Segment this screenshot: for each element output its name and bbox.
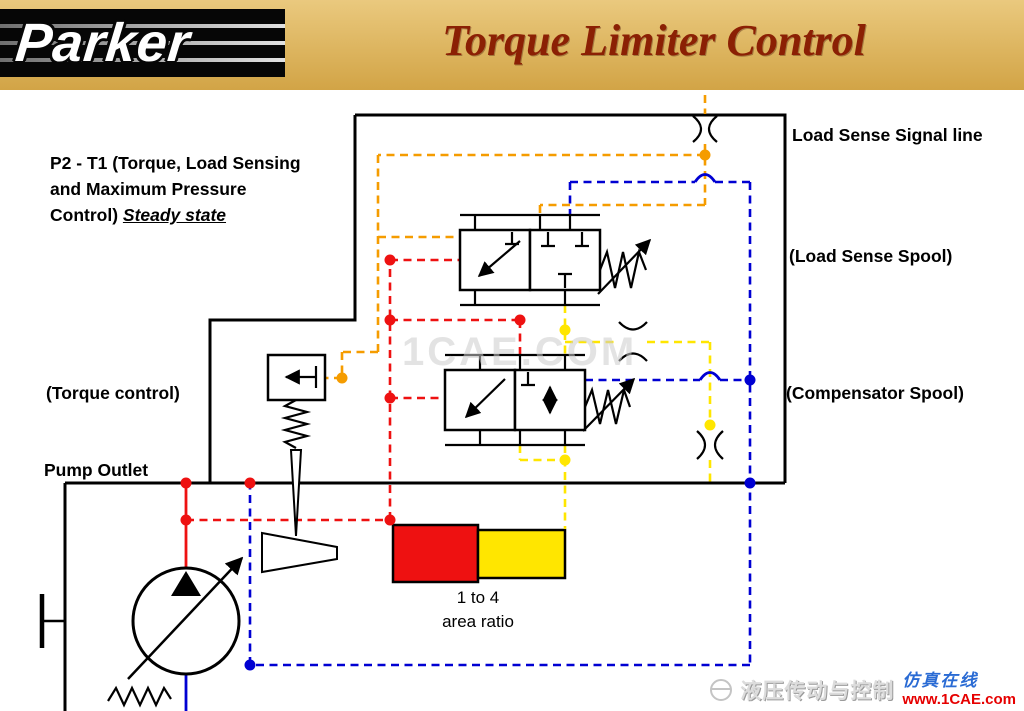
header: Parker Torque Limiter Control [0,0,1024,90]
spring [598,248,648,289]
area-ratio-line: 1 to 4 [456,588,500,607]
adjustable-arrow [582,377,636,432]
junction-blue [744,477,756,489]
label-area-ratio: 1 to 4 area ratio [398,586,558,634]
description-prefix: Control) [50,205,123,225]
adjustable-arrow [597,238,652,295]
logo-stripe [0,24,285,28]
junction-red [244,477,256,489]
label-torque-control: (Torque control) [46,383,180,403]
flow-arrow [464,378,506,419]
label-load-sense-signal: Load Sense Signal line [792,125,983,145]
bias-spring [280,399,312,449]
area-ratio-pistons [391,523,567,584]
drain-lines [184,173,752,711]
parker-logo: Parker [0,9,285,77]
servo-cylinder [261,531,338,574]
logo-stripe [0,58,285,62]
footer-watermark: 液压传动与控制 仿真在线 www.1CAE.com [710,671,1016,709]
junction-red [180,514,192,526]
small-area-piston [476,528,567,580]
torque-control-piston [261,353,338,574]
junction-blue [744,374,756,386]
junction-red [384,314,396,326]
variable-displacement-pump [107,556,244,708]
junction-orange [699,149,711,161]
orifice-middle [618,321,648,362]
orifice-right [696,430,724,460]
junction-red [514,314,526,326]
stroking-needle [289,449,303,537]
steady-state-emphasis: Steady state [122,205,227,225]
blocked-ports [541,232,589,288]
blocked-port [521,372,535,387]
boundary-right [355,113,787,483]
boundary-left [208,115,357,483]
description-line: and Maximum Pressure [50,179,247,199]
blocked-port [505,232,519,246]
junction-yellow [559,454,571,466]
displacement-arrow [127,556,244,680]
flow-direction-triangle [171,571,201,596]
page-title: Torque Limiter Control [442,16,866,65]
label-compensator-spool: (Compensator Spool) [786,383,964,403]
pump-circle [131,566,241,676]
description-text: P2 - T1 (Torque, Load Sensing and Maximu… [50,150,301,228]
junction-dots [180,149,756,671]
line-crossing-hops [693,173,722,381]
description-line: Control) Steady state [50,202,301,228]
footer-watermark-brand-block: 仿真在线 www.1CAE.com [902,671,1016,709]
footer-watermark-cn: 液压传动与控制 [740,680,895,703]
valve-position-left [458,228,532,292]
pump-spring [107,685,172,708]
valve-port-ticks [473,215,572,305]
junction-orange [336,372,348,384]
logo-stripe [0,41,285,45]
junction-red [384,254,396,266]
area-ratio-line: area ratio [442,612,514,631]
compensator-spool-valve [443,353,636,447]
metering-lines [518,305,712,529]
orifice-symbols [618,115,724,460]
junction-blue [244,659,256,671]
junction-red [384,514,396,526]
load-sense-spool-valve [458,213,652,307]
description-line: P2 - T1 (Torque, Load Sensing [50,153,301,173]
flow-arrow [477,240,521,277]
globe-icon [710,679,733,701]
valve-rails [445,353,585,447]
junction-red [384,392,396,404]
label-load-sense-spool: (Load Sense Spool) [789,246,953,266]
junction-yellow [704,419,716,431]
junction-red [180,477,192,489]
footer-brand: 仿真在线 [902,671,979,690]
orifice-top [692,115,718,143]
junction-yellow [559,324,571,336]
label-pump-outlet: Pump Outlet [44,460,149,480]
logo-text: Parker [12,13,194,73]
valve-rails [460,213,600,307]
large-area-piston [391,523,480,584]
valve-port-ticks [478,355,567,445]
footer-url: www.1CAE.com [902,691,1016,708]
